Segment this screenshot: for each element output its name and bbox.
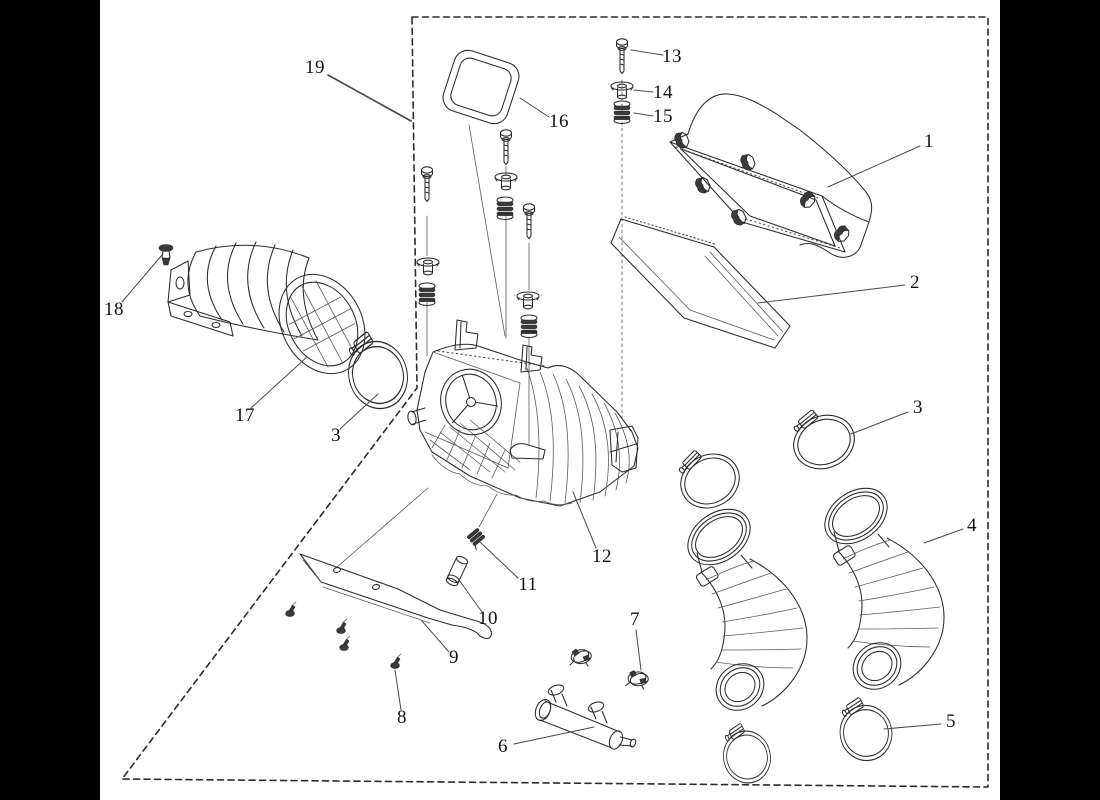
callout-6: 6	[498, 736, 508, 757]
part-ribbed-nipple	[467, 528, 485, 551]
part-clamp-mid	[666, 435, 750, 519]
callout-3-left: 3	[331, 425, 341, 446]
part-clamp-5-left	[716, 717, 776, 788]
callout-3-right: 3	[913, 397, 923, 418]
callout-18: 18	[104, 299, 124, 320]
part-air-cleaner-cover	[669, 93, 873, 258]
pillarbox-right	[1000, 0, 1100, 800]
callout-8: 8	[397, 707, 407, 728]
part-clamp-3-right	[781, 397, 863, 479]
callout-17: 17	[235, 405, 255, 426]
callout-19: 19	[305, 57, 325, 78]
part-screws	[285, 601, 402, 669]
part-clamp-3-left	[337, 323, 416, 416]
callout-15: 15	[653, 106, 673, 127]
callout-16: 16	[549, 111, 569, 132]
leader-lines	[121, 49, 964, 745]
callout-10: 10	[478, 608, 498, 629]
part-filter-element	[610, 216, 791, 349]
part-cover-seal	[442, 49, 520, 125]
part-elbow-hose-right	[813, 476, 945, 700]
dashed-boundary	[121, 16, 989, 788]
callout-12: 12	[592, 546, 612, 567]
callout-2: 2	[910, 272, 920, 293]
part-breather-pipe	[534, 684, 637, 750]
part-elbow-hose-left	[687, 508, 808, 711]
assembly-lines	[336, 79, 623, 568]
callout-11: 11	[518, 574, 538, 595]
callout-5: 5	[946, 711, 956, 732]
callout-7: 7	[630, 609, 640, 630]
part-push-pin	[158, 244, 174, 266]
part-spacer-tube	[445, 555, 469, 587]
pillarbox-left	[0, 0, 100, 800]
bolt-set-c	[516, 203, 540, 339]
part-bolt-13	[615, 38, 629, 75]
part-intake-duct	[167, 241, 366, 375]
callout-1: 1	[924, 131, 934, 152]
callout-13: 13	[662, 46, 682, 67]
part-washer-14	[610, 81, 634, 100]
callout-4: 4	[967, 515, 977, 536]
callout-9: 9	[449, 647, 459, 668]
bolt-set-a	[416, 166, 440, 307]
part-bracket	[299, 553, 492, 640]
callout-14: 14	[653, 82, 673, 103]
part-air-cleaner-housing	[407, 319, 639, 507]
